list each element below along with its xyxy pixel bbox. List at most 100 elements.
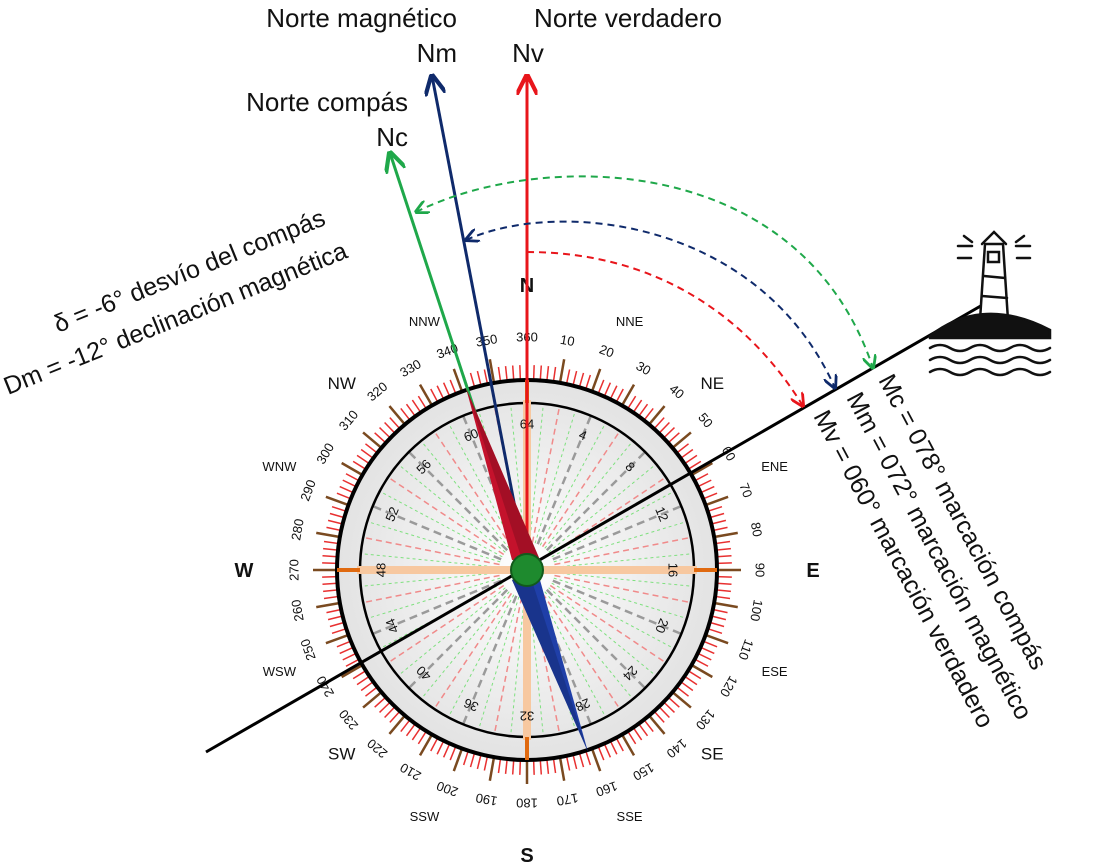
compass-ray [368, 577, 501, 619]
tick-mark [558, 359, 566, 384]
tick-mark [711, 519, 727, 525]
tick-mark [519, 759, 522, 775]
tick-mark [705, 633, 729, 645]
tick-mark [539, 365, 543, 381]
tick-mark [418, 384, 434, 407]
inner-point-label: 20 [652, 616, 671, 635]
compass-ray [462, 416, 518, 545]
compass-ray [448, 594, 515, 717]
tick-mark [690, 663, 713, 679]
tick-mark [476, 754, 482, 770]
tick-mark [331, 505, 347, 513]
compass-ray [493, 597, 523, 733]
magnetic-north-label: Norte magnético [266, 3, 457, 33]
degree-label: 300 [313, 440, 337, 466]
tick-mark [411, 727, 422, 741]
compass-ray [529, 404, 544, 543]
degree-label: 220 [364, 736, 390, 761]
tick-mark [342, 479, 357, 488]
tick-mark [620, 733, 636, 756]
compass-ray [408, 588, 509, 689]
tick-mark [590, 368, 602, 392]
inner-point-label: 36 [462, 695, 481, 714]
tick-mark [326, 526, 342, 532]
true-north-abbr: Nv [512, 38, 544, 68]
tick-mark [546, 366, 550, 382]
tick-mark [584, 750, 592, 766]
degree-label: 120 [717, 673, 741, 699]
compass-ray [380, 491, 503, 558]
bearing-line [205, 294, 999, 754]
compass-point-label: WSW [263, 664, 297, 679]
tick-mark [713, 531, 738, 539]
tick-mark [690, 461, 713, 477]
tick-mark [643, 407, 654, 421]
tick-mark [389, 417, 401, 430]
compass-point-label: SSW [410, 809, 440, 824]
tick-mark [519, 365, 522, 381]
compass-rays [361, 404, 693, 736]
tick-mark [627, 730, 637, 745]
tick-mark [715, 547, 731, 551]
tick-mark [384, 422, 396, 434]
tick-mark [638, 723, 649, 737]
tick-mark [329, 621, 345, 628]
tick-mark [715, 595, 731, 600]
tick-mark [483, 369, 489, 385]
tick-mark [546, 758, 550, 774]
magnetic-north-abbr: Nm [417, 38, 457, 68]
tick-mark [697, 479, 712, 488]
tick-mark [323, 540, 339, 545]
degree-label: 270 [286, 559, 301, 581]
tick-mark [322, 575, 338, 578]
compass-ray [539, 423, 606, 546]
tick-mark [345, 473, 360, 482]
tick-mark [352, 460, 367, 470]
compass-ray [554, 553, 693, 568]
tick-mark [504, 758, 508, 774]
tick-mark [572, 754, 578, 770]
compass-ray [373, 505, 502, 561]
degree-label: 350 [475, 331, 499, 350]
tick-mark [417, 730, 427, 745]
tick-mark [667, 696, 680, 708]
tick-mark [680, 448, 694, 459]
tick-mark [325, 633, 349, 645]
tick-mark [469, 752, 476, 768]
inner-point-label: 32 [520, 709, 534, 724]
compass-ray [554, 572, 693, 587]
tick-mark [326, 608, 342, 614]
degree-label: 110 [735, 637, 756, 662]
degree-label: 290 [297, 478, 319, 504]
compass-ray [398, 464, 506, 553]
tick-mark [658, 422, 670, 434]
tick-mark [658, 706, 670, 718]
tick-mark [325, 495, 349, 507]
degree-label: 180 [516, 796, 538, 811]
compass-ray [434, 592, 513, 709]
tick-mark [627, 395, 637, 410]
tick-mark [705, 495, 729, 507]
tick-mark [709, 512, 725, 519]
tick-mark [680, 681, 694, 692]
compass-ray [534, 411, 576, 544]
degree-label: 210 [397, 760, 423, 784]
tick-mark [449, 745, 457, 761]
compass-ray [544, 441, 633, 549]
compass-ray [364, 574, 500, 604]
degree-label: 10 [559, 332, 576, 349]
degree-label: 250 [297, 637, 319, 663]
degree-label: 80 [748, 521, 765, 538]
degree-label: 90 [753, 563, 768, 577]
tick-mark [341, 461, 364, 477]
tick-mark [715, 589, 731, 593]
tick-mark [336, 492, 352, 500]
tick-mark [374, 696, 387, 708]
tick-mark [336, 640, 352, 648]
tick-mark [327, 615, 343, 621]
compass-ray [553, 521, 686, 563]
tick-mark [323, 589, 339, 593]
compass-ray [361, 553, 500, 568]
tick-mark [572, 370, 578, 386]
compass-outer-ticks [313, 356, 741, 784]
